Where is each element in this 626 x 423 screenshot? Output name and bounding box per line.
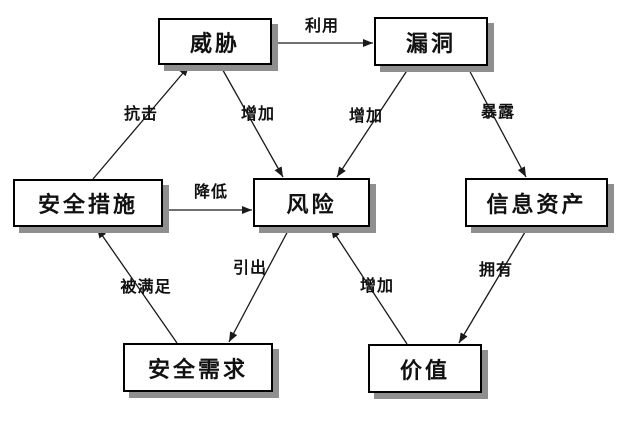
edge-label-leads-to: 引出 (232, 258, 268, 277)
edge-line-satisfied-by (96, 227, 178, 344)
edge-label-owns: 拥有 (478, 260, 514, 279)
node-vulnerability: 漏洞 (374, 17, 488, 66)
node-label-value: 价值 (399, 358, 450, 384)
edge-line-leads-to (228, 226, 291, 343)
edge-line-increase-threat (219, 64, 284, 178)
edge-line-increase-vulnerability (336, 65, 411, 178)
edge-label-increase-vulnerability: 增加 (348, 106, 384, 125)
edge-label-reduce: 降低 (193, 182, 229, 201)
node-information-assets: 信息资产 (465, 178, 608, 227)
node-risk: 风险 (253, 178, 370, 227)
edge-line-owns (458, 226, 529, 344)
node-label-vulnerability: 漏洞 (405, 31, 456, 57)
node-security-measures: 安全措施 (13, 179, 163, 227)
edge-label-increase-threat: 增加 (240, 104, 276, 123)
node-label-risk: 风险 (286, 192, 337, 218)
node-security-requirements: 安全需求 (123, 343, 273, 392)
edge-label-exploit: 利用 (304, 16, 340, 35)
edge-label-resist: 抗击 (123, 104, 159, 123)
edge-label-increase-value: 增加 (359, 276, 395, 295)
node-label-threat: 威胁 (189, 31, 240, 57)
node-label-security-measures: 安全措施 (37, 193, 138, 218)
edge-label-expose: 暴露 (480, 102, 516, 121)
edge-line-resist (92, 65, 190, 180)
node-value: 价值 (368, 344, 482, 393)
node-label-information-assets: 信息资产 (486, 192, 587, 218)
edge-label-satisfied-by: 被满足 (120, 277, 172, 296)
node-label-security-requirements: 安全需求 (147, 357, 248, 383)
node-threat: 威胁 (158, 18, 272, 65)
edge-line-expose (466, 65, 527, 178)
edge-line-increase-value (330, 227, 408, 345)
